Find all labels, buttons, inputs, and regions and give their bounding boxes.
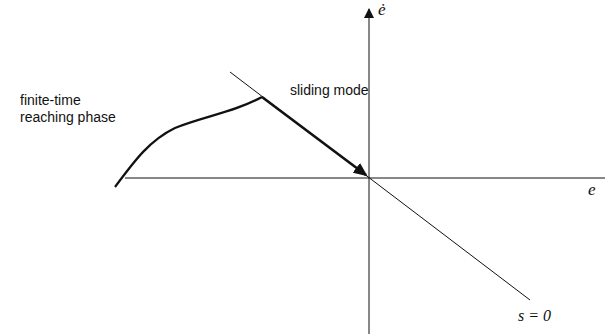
axis-label: e — [588, 180, 596, 200]
phase-label: sliding mode — [290, 82, 369, 99]
sliding-arrow — [262, 97, 366, 175]
phase-label: finite-time reaching phase — [20, 92, 132, 126]
e-axis — [125, 178, 605, 179]
reaching-trajectory — [115, 97, 262, 187]
axis-label: ė — [378, 0, 386, 20]
sliding-surface — [230, 72, 530, 300]
surface-label: s = 0 — [518, 306, 551, 325]
edot-axis — [369, 9, 370, 334]
